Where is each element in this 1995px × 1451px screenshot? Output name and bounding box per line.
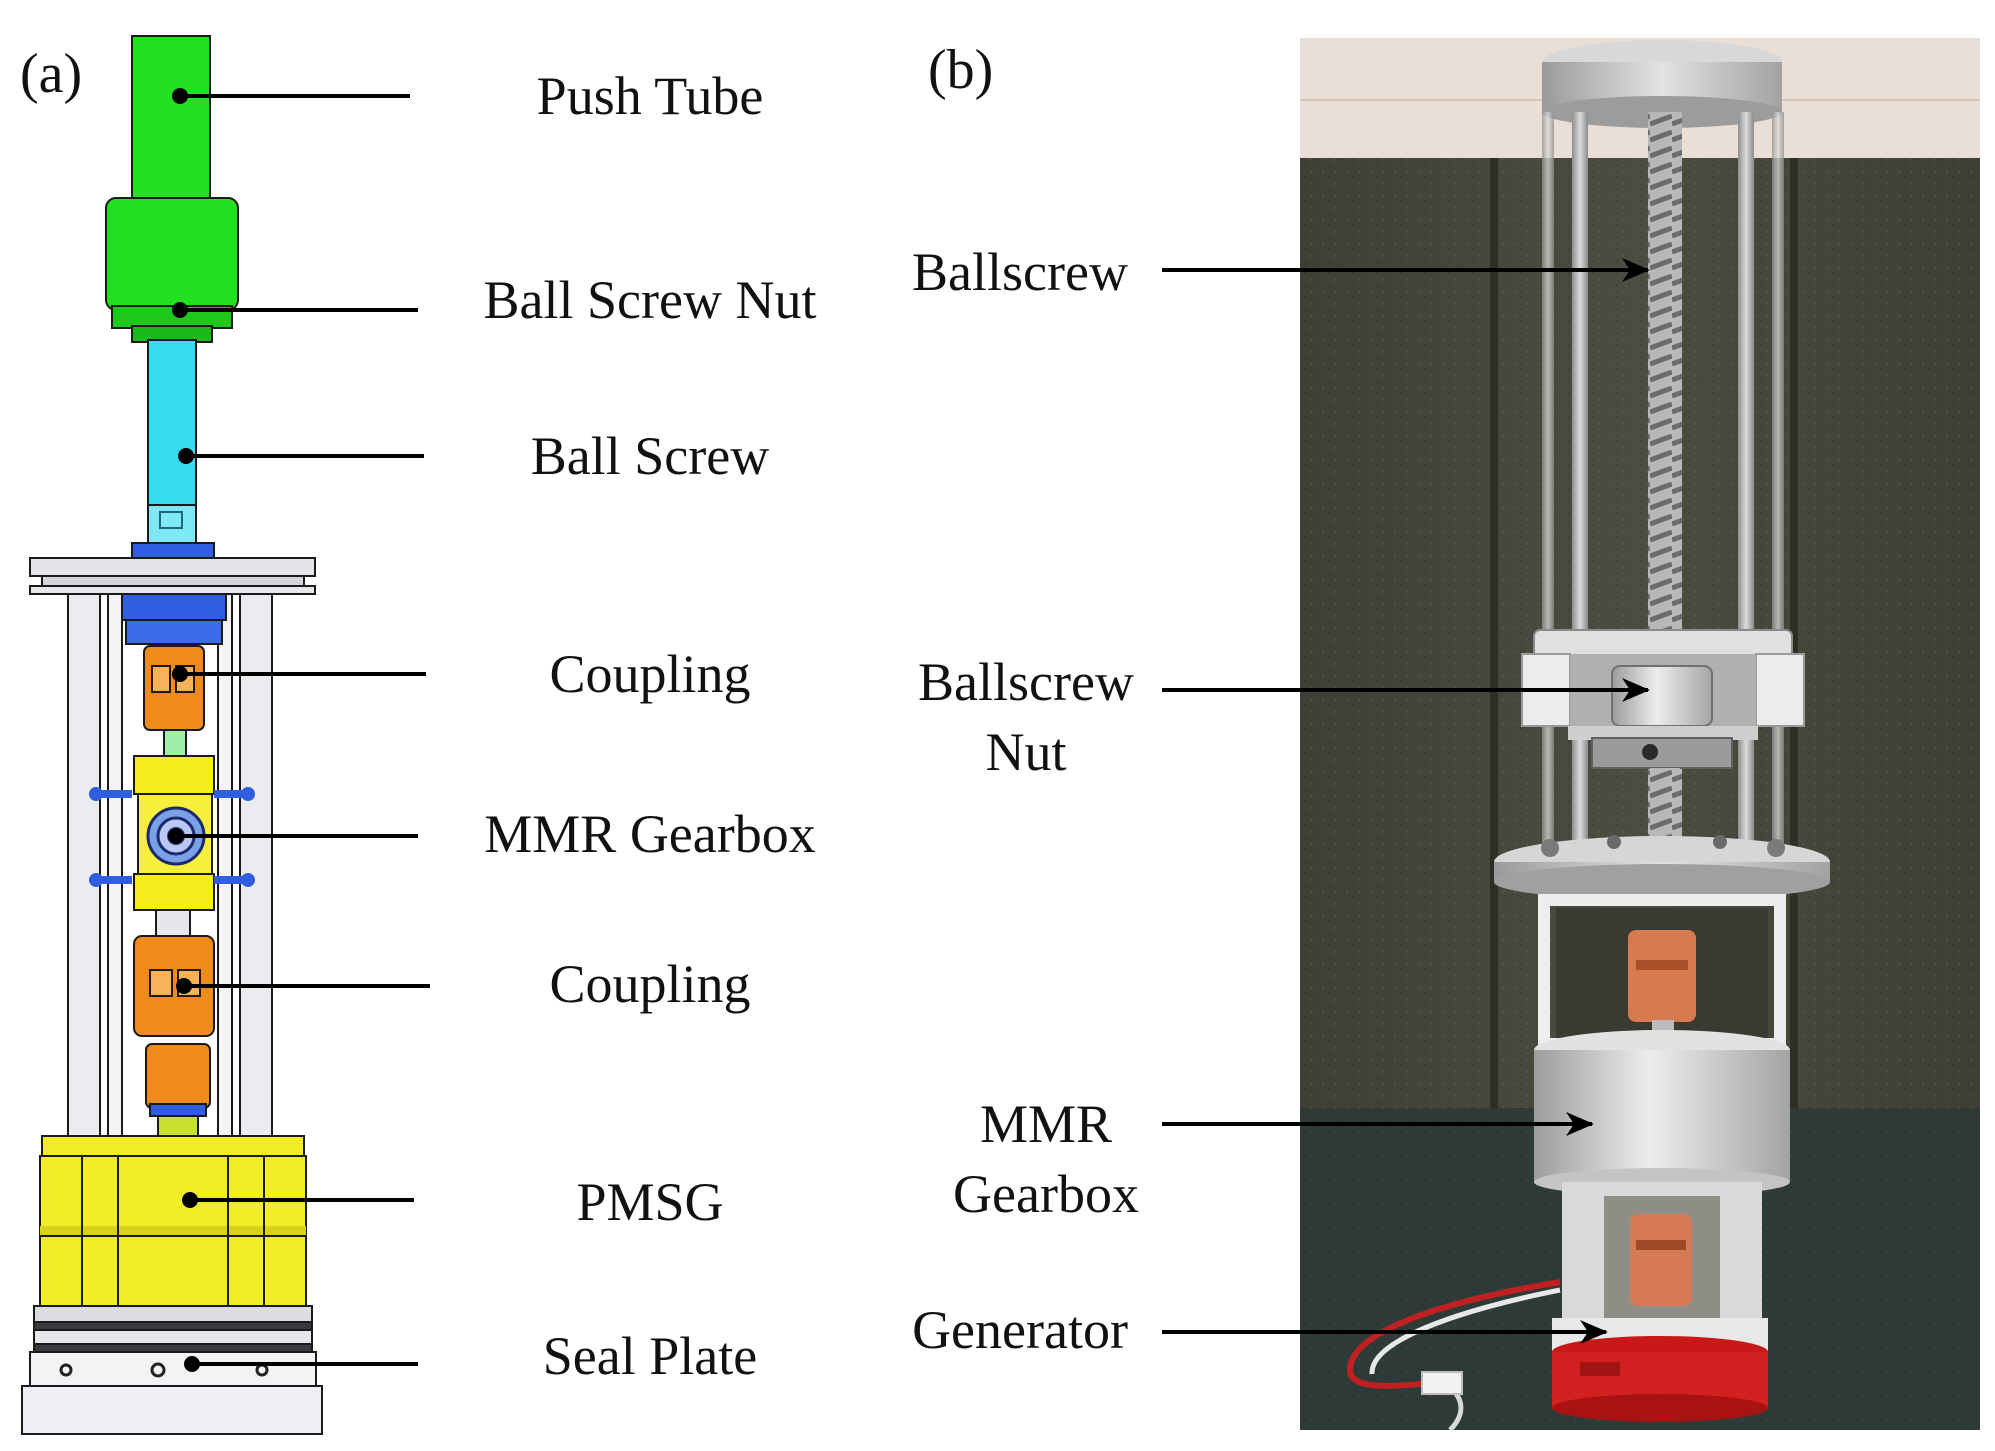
seal-plate-body bbox=[21, 1305, 323, 1435]
photo-cables bbox=[1346, 1279, 1561, 1432]
label-seal-plate: Seal Plate bbox=[543, 1326, 757, 1386]
photo-upper-housing bbox=[1538, 894, 1786, 1050]
ball-screw-body bbox=[147, 339, 197, 546]
panel-a-cad-drawing: (a) bbox=[20, 35, 817, 1435]
push-tube-body bbox=[131, 35, 211, 205]
label-ball-screw-nut: Ball Screw Nut bbox=[484, 270, 817, 330]
label-pmsg: PMSG bbox=[576, 1172, 723, 1232]
label-ballscrew-nut-line2: Nut bbox=[986, 722, 1067, 782]
coupling-lower-body bbox=[133, 909, 215, 1137]
mmr-gearbox-body bbox=[89, 755, 255, 911]
photo-lower-screw bbox=[1650, 768, 1680, 848]
panel-a-leaders bbox=[168, 88, 430, 1372]
photo-mmr-gearbox bbox=[1534, 1030, 1790, 1196]
label-coupling-lower: Coupling bbox=[549, 954, 750, 1014]
label-mmr-gearbox: MMR Gearbox bbox=[484, 804, 815, 864]
label-generator: Generator bbox=[912, 1300, 1128, 1360]
panel-a-tag: (a) bbox=[20, 43, 82, 105]
top-plate bbox=[29, 542, 316, 595]
label-ballscrew: Ballscrew bbox=[912, 242, 1128, 302]
label-ballscrew-nut-line1: Ballscrew bbox=[918, 652, 1134, 712]
pmsg-body bbox=[39, 1135, 307, 1307]
coupling-upper-body bbox=[143, 645, 205, 759]
panel-b-tag: (b) bbox=[928, 39, 993, 101]
photo-mid-plate bbox=[1494, 835, 1830, 900]
panel-b-arrows bbox=[1162, 258, 1650, 1344]
panel-a-labels: Push Tube Ball Screw Nut Ball Screw Coup… bbox=[484, 66, 817, 1386]
photo-generator bbox=[1552, 1318, 1768, 1422]
ball-screw-nut-body bbox=[105, 197, 239, 343]
label-mmr-gearbox-line1: MMR bbox=[980, 1094, 1112, 1154]
photo-lower-bracket bbox=[1562, 1182, 1762, 1332]
label-push-tube: Push Tube bbox=[537, 66, 764, 126]
label-mmr-gearbox-line2: Gearbox bbox=[953, 1164, 1139, 1224]
label-ball-screw: Ball Screw bbox=[531, 426, 769, 486]
panel-b-labels: Ballscrew Ballscrew Nut MMR Gearbox Gene… bbox=[912, 242, 1139, 1360]
label-coupling-upper: Coupling bbox=[549, 644, 750, 704]
panel-b-photo: (b) bbox=[912, 38, 1980, 1432]
